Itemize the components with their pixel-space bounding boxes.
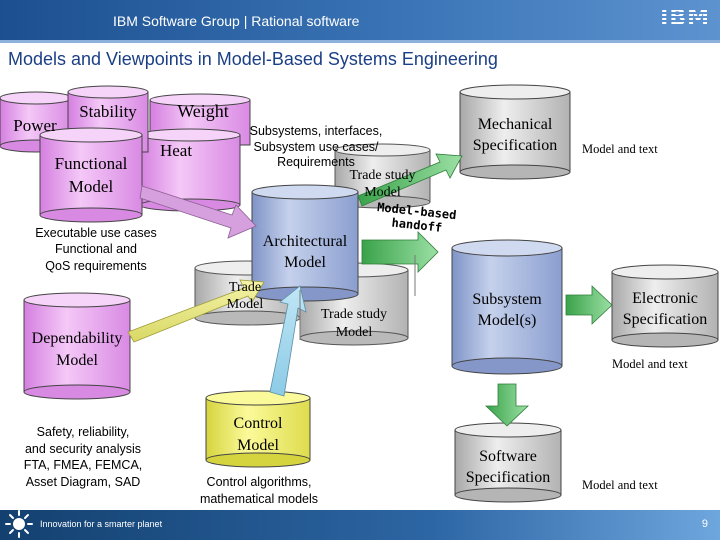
- executable-use-cases-note: Executable use cases Functional and QoS …: [35, 226, 157, 273]
- arrow-architectural-to-mechanical: [357, 153, 463, 207]
- mechanical-specification-cylinder: [459, 84, 571, 180]
- arrow-dependability-to-architectural: [127, 279, 265, 343]
- arrow-architectural-to-subsystem-handoff: [361, 231, 439, 273]
- arrow-control-to-architectural: [269, 285, 307, 397]
- heat-label: Heat: [159, 141, 193, 160]
- page-number: 9: [701, 518, 708, 530]
- dependability-model-cylinder: [23, 292, 131, 400]
- globe-icon: [5, 510, 33, 538]
- model-and-text-mechanical: Model and text: [582, 142, 658, 156]
- power-label: Power: [13, 116, 57, 135]
- header-bar: [0, 0, 720, 40]
- control-model-cylinder: [205, 390, 311, 468]
- subsystems-interfaces-note: Subsystems, interfaces, Subsystem use ca…: [249, 124, 383, 170]
- weight-label: Weight: [177, 101, 229, 121]
- footer-tagline: Innovation for a smarter planet: [40, 519, 163, 529]
- subsystem-models-cylinder: [451, 239, 563, 375]
- software-specification-cylinder: [454, 422, 562, 503]
- control-algorithms-note: Control algorithms, mathematical models: [199, 475, 319, 506]
- header-title: IBM Software Group | Rational software: [113, 13, 360, 29]
- power-cylinder: [0, 91, 73, 153]
- footer-bar: [0, 510, 720, 540]
- functional-model-cylinder: [39, 127, 143, 223]
- arrow-subsystem-to-software: [485, 383, 529, 427]
- architectural-model-cylinder: [251, 184, 359, 302]
- model-and-text-software: Model and text: [582, 478, 658, 492]
- safety-reliability-note: Safety, reliability, and security analys…: [23, 425, 143, 489]
- arrow-subsystem-to-electronic: [565, 285, 613, 325]
- ibm-logo: IBM: [660, 6, 710, 31]
- stability-label: Stability: [79, 102, 137, 121]
- title-rule: [0, 40, 720, 43]
- slide-title: Models and Viewpoints in Model-Based Sys…: [8, 49, 498, 69]
- model-and-text-electronic: Model and text: [612, 357, 688, 371]
- electronic-specification-cylinder: [611, 264, 719, 348]
- arrow-functional-to-architectural: [139, 185, 257, 239]
